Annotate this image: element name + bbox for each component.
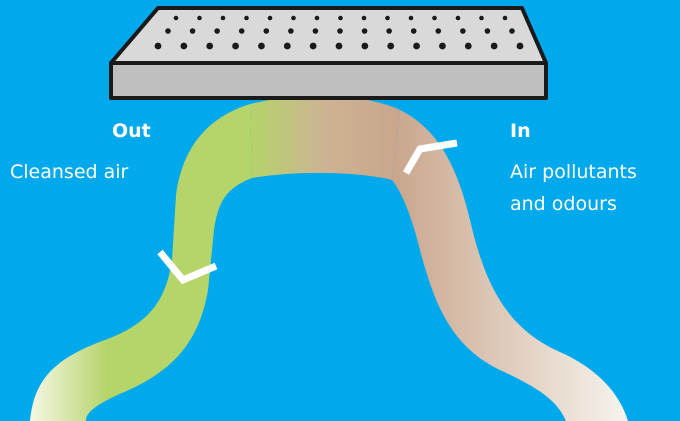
- filter-hole: [258, 42, 265, 50]
- in-title: In: [510, 120, 531, 142]
- filter-hole: [484, 28, 491, 34]
- filter-hole: [180, 42, 188, 50]
- filter-hole: [387, 42, 395, 50]
- filter-hole: [455, 15, 461, 21]
- filter-hole: [314, 15, 320, 21]
- filter-hole: [173, 15, 179, 21]
- filter-hole: [291, 15, 296, 21]
- in-description-line1: Air pollutants: [510, 161, 637, 183]
- filter-hole: [432, 15, 437, 21]
- filter-hole: [410, 28, 417, 34]
- filter-hole: [460, 28, 466, 34]
- filter-hole: [479, 15, 484, 21]
- filter-hole: [413, 42, 420, 50]
- filter-hole: [232, 42, 239, 50]
- in-description-line2: and odours: [510, 193, 617, 215]
- out-description: Cleansed air: [10, 161, 129, 183]
- filter-hole: [435, 28, 442, 34]
- filter-hole: [502, 15, 508, 21]
- filter-hole: [220, 15, 226, 21]
- filter-side-face: [109, 61, 548, 100]
- filter-hole: [267, 15, 273, 21]
- filter-hole: [490, 42, 498, 50]
- filter-hole: [335, 42, 343, 50]
- filter-hole: [238, 28, 245, 34]
- filter-hole: [464, 42, 472, 50]
- upward-chevron-arrow-icon: [402, 139, 458, 175]
- filter-hole: [283, 42, 291, 50]
- filter-hole: [214, 28, 220, 34]
- downward-chevron-arrow-icon: [157, 249, 218, 285]
- filter-hole: [288, 28, 294, 34]
- filter-hole: [154, 42, 162, 50]
- outflow-band: [30, 104, 252, 421]
- filter-hole: [386, 28, 392, 34]
- filter-hole: [206, 42, 214, 50]
- inflow-band: [392, 110, 628, 421]
- filter-hole: [361, 15, 367, 21]
- filter-hole: [509, 28, 515, 34]
- filter-hole: [338, 15, 343, 21]
- filter-hole: [197, 15, 202, 21]
- arch-band: [250, 95, 400, 180]
- filter-hole: [408, 15, 414, 21]
- filter-hole: [189, 28, 196, 34]
- filter-hole: [361, 42, 369, 50]
- filter-hole: [385, 15, 390, 21]
- filter-hole: [439, 42, 446, 50]
- filter-hole: [312, 28, 319, 34]
- filter-hole: [361, 28, 368, 34]
- filter-hole: [165, 28, 171, 34]
- filter-hole: [244, 15, 249, 21]
- filter-holes: [154, 15, 524, 50]
- filter-hole: [337, 28, 343, 34]
- filter-panel-icon: [109, 6, 548, 100]
- filter-hole: [263, 28, 270, 34]
- filter-hole: [309, 42, 317, 50]
- filter-hole: [516, 42, 524, 50]
- out-title: Out: [112, 120, 151, 142]
